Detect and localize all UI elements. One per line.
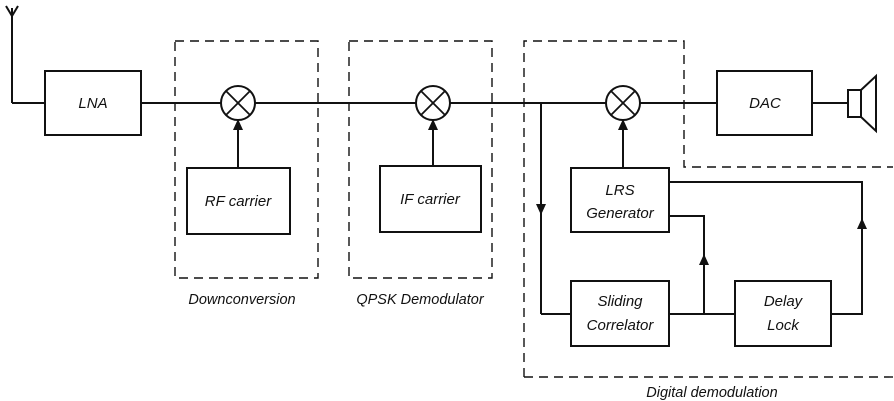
downconversion-caption: Downconversion [188, 292, 295, 308]
delay-lock-label-line1: Delay [764, 293, 804, 310]
if-carrier-label: IF carrier [400, 191, 461, 208]
sliding-correlator-block [570, 280, 670, 347]
speaker-icon [847, 73, 877, 134]
lna-block [44, 70, 142, 136]
sliding-correlator-label-line2: Correlator [587, 317, 655, 334]
branch-arrow-icon [536, 204, 546, 215]
downconversion-group [174, 40, 319, 279]
if-carrier-block [379, 165, 482, 233]
lrs-arrow-icon [618, 119, 628, 130]
lna-label: LNA [78, 95, 107, 112]
delaylock-arrow-icon [857, 218, 867, 229]
digital-demodulation-caption: Digital demodulation [646, 385, 777, 401]
lrs-feedback-arrow-icon [699, 254, 709, 265]
antenna-icon [5, 5, 19, 103]
if-arrow-icon [428, 119, 438, 130]
lrs-to-correlator-wire [669, 215, 705, 314]
mixer-icon [415, 85, 451, 121]
delaylock-to-lrs-wire [669, 181, 863, 315]
sliding-correlator-label-line1: Sliding [597, 293, 643, 310]
delay-lock-label-line2: Lock [767, 317, 800, 334]
rf-carrier-label: RF carrier [205, 193, 272, 210]
lrs-generator-block [570, 167, 670, 233]
rf-carrier-block [186, 167, 291, 235]
delay-lock-block [734, 280, 832, 347]
dac-label: DAC [749, 95, 781, 112]
qpsk-demodulator-caption: QPSK Demodulator [356, 292, 485, 308]
digital-demodulation-group-outline [523, 40, 893, 377]
mixer-icon [220, 85, 256, 121]
mixer-icon [605, 85, 641, 121]
lrs-generator-label-line2: Generator [586, 205, 655, 222]
dac-block [716, 70, 813, 136]
lrs-generator-label-line1: LRS [605, 182, 634, 199]
qpsk-demodulator-group [348, 40, 493, 279]
rf-arrow-icon [233, 119, 243, 130]
